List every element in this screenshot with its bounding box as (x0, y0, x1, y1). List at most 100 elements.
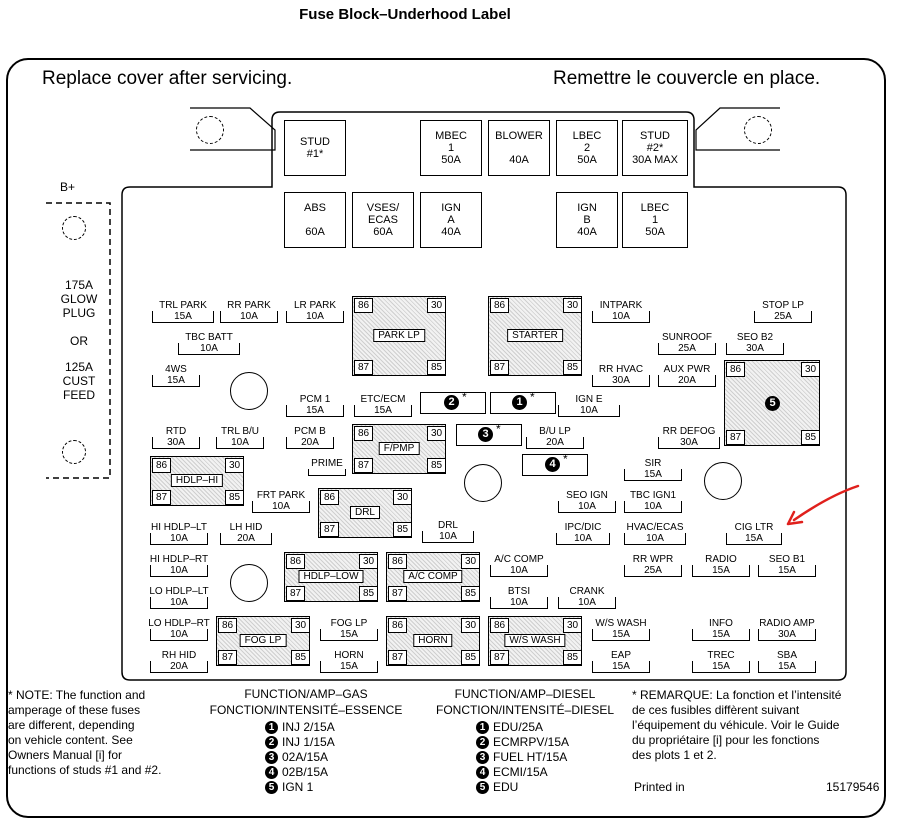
slot-2 (420, 392, 486, 414)
fuse-amp: 10A (178, 343, 240, 355)
slot-3 (456, 424, 522, 446)
fuse-ign-a: IGN A 40A (420, 192, 482, 248)
fuse-block-outline (6, 58, 886, 818)
socket-1 (230, 372, 268, 410)
fuse-lbec-2: LBEC 2 50A (556, 120, 618, 176)
relay-label: HDLP–HI (170, 474, 224, 487)
relay-pin: 87 (726, 430, 745, 445)
fuse-amp: 20A (150, 661, 208, 673)
fuse-amp: 15A (758, 661, 816, 673)
fuse-amp: 15A (592, 629, 650, 641)
legend-marker: 2 (265, 736, 278, 749)
fuse-label: IPC/DIC (564, 522, 602, 533)
fuse-amp: 10A (150, 629, 208, 641)
legend-marker: 1 (476, 721, 489, 734)
fuse-amp: 15A (758, 565, 816, 577)
gas-legend-title: FUNCTION/AMP–GAS FONCTION/INTENSITÉ–ESSE… (196, 686, 416, 718)
fuse-label: PCM B (294, 426, 326, 437)
fuse-label: PRIME (311, 458, 343, 469)
fuse-label: HORN (334, 650, 364, 661)
fuse-amp: 15A (320, 661, 378, 673)
glow-plug-label: 175A GLOW PLUG (60, 278, 98, 320)
relay-label: DRL (349, 506, 381, 519)
fuse-amp: 10A (220, 311, 278, 323)
fuse-label: HVAC/ECAS (626, 522, 684, 533)
fuse-amp: 10A (592, 311, 650, 323)
fuse-label: DRL (437, 520, 458, 531)
marker-1: 1 (512, 395, 527, 410)
legend-marker: 5 (476, 781, 489, 794)
fuse-amp: 15A (624, 469, 682, 481)
fuse-label: RR WPR (632, 554, 674, 565)
fuse-amp: 15A (592, 661, 650, 673)
fuse-prime: PRIME (306, 458, 348, 476)
fuse-label: RR PARK (227, 300, 271, 311)
relay-pin: 30 (393, 490, 412, 505)
fuse-amp: 15A (152, 375, 200, 387)
relay-pin: 85 (563, 360, 582, 375)
fuse-amp: 30A (658, 437, 720, 449)
relay-pin: 30 (461, 618, 480, 633)
fuse-amp: 15A (354, 405, 412, 417)
fuse-amp: 10A (624, 501, 682, 513)
marker-2-star: * (462, 390, 467, 404)
fuse-amp: 10A (624, 533, 686, 545)
fuse-label: TBC BATT (185, 332, 233, 343)
fuse-label: SUNROOF (662, 332, 712, 343)
fuse-amp: 15A (286, 405, 344, 417)
or-label: OR (70, 334, 88, 348)
fuse-label: RTD (165, 426, 187, 437)
relay-pin: 30 (563, 618, 582, 633)
relay-pin: 85 (427, 458, 446, 473)
slot-1 (490, 392, 556, 414)
remettre-couvercle-text: Remettre le couvercle en place. (553, 68, 821, 89)
relay-pin: 85 (225, 490, 244, 505)
marker-4: 4 (545, 457, 560, 472)
diesel-item-label: ECMRPV/15A (493, 735, 570, 749)
part-number: 15179546 (826, 780, 880, 794)
relay-pin: 87 (286, 586, 305, 601)
relay-pin: 85 (563, 650, 582, 665)
relay-pin: 86 (490, 298, 509, 313)
fuse-amp: 10A (558, 405, 620, 417)
relay-pin: 87 (218, 650, 237, 665)
fuse-label: STOP LP (762, 300, 804, 311)
marker-3-star: * (496, 422, 501, 436)
marker-3: 3 (478, 427, 493, 442)
relay-pin: 86 (354, 426, 373, 441)
fuse-amp: 10A (286, 311, 344, 323)
relay-pin: 86 (320, 490, 339, 505)
relay-pin: 87 (152, 490, 171, 505)
relay-pin: 85 (427, 360, 446, 375)
fuse-amp: 10A (252, 501, 310, 513)
diesel-title-en: FUNCTION/AMP–DIESEL (454, 687, 596, 701)
relay-pin: 86 (490, 618, 509, 633)
gas-title-en: FUNCTION/AMP–GAS (244, 687, 368, 701)
fuse-label: RR DEFOG (662, 426, 716, 437)
fuse-label: BTSI (507, 586, 531, 597)
diesel-item-label: EDU/25A (493, 720, 544, 734)
